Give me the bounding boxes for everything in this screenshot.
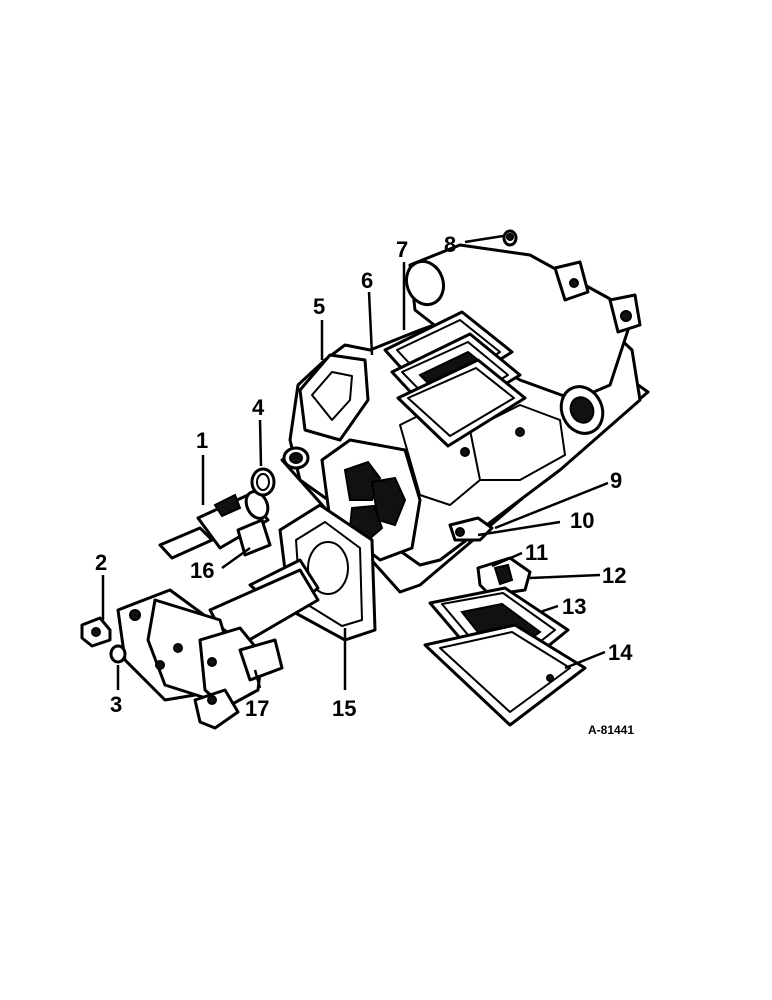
callout-8: 8 [444,232,456,257]
plug [502,229,518,247]
callout-15: 15 [332,696,356,721]
right-side-fittings [448,516,532,597]
callout-9: 9 [610,468,622,493]
callout-11: 11 [525,540,548,565]
callout-6: 6 [361,268,373,293]
sleeve [236,518,272,557]
figure-id: A-81441 [588,723,634,737]
shaft [158,467,276,560]
callout-12: 12 [602,563,626,588]
bottom-cover [423,586,587,727]
callout-labels: 1 2 3 4 5 6 7 8 9 10 11 12 13 14 15 16 1… [95,232,634,737]
callout-3: 3 [110,692,122,717]
callout-5: 5 [313,294,325,319]
fitting [80,616,127,664]
callout-2: 2 [95,550,107,575]
callout-1: 1 [196,428,208,453]
callout-16: 16 [190,558,214,583]
leader-lines [101,234,609,690]
callout-10: 10 [570,508,594,533]
callout-7: 7 [396,237,408,262]
top-cover-plate [383,310,527,448]
callout-17: 17 [245,696,269,721]
callout-13: 13 [562,594,586,619]
callout-4: 4 [252,395,265,420]
pump-assembly [116,558,320,730]
callout-14: 14 [608,640,633,665]
